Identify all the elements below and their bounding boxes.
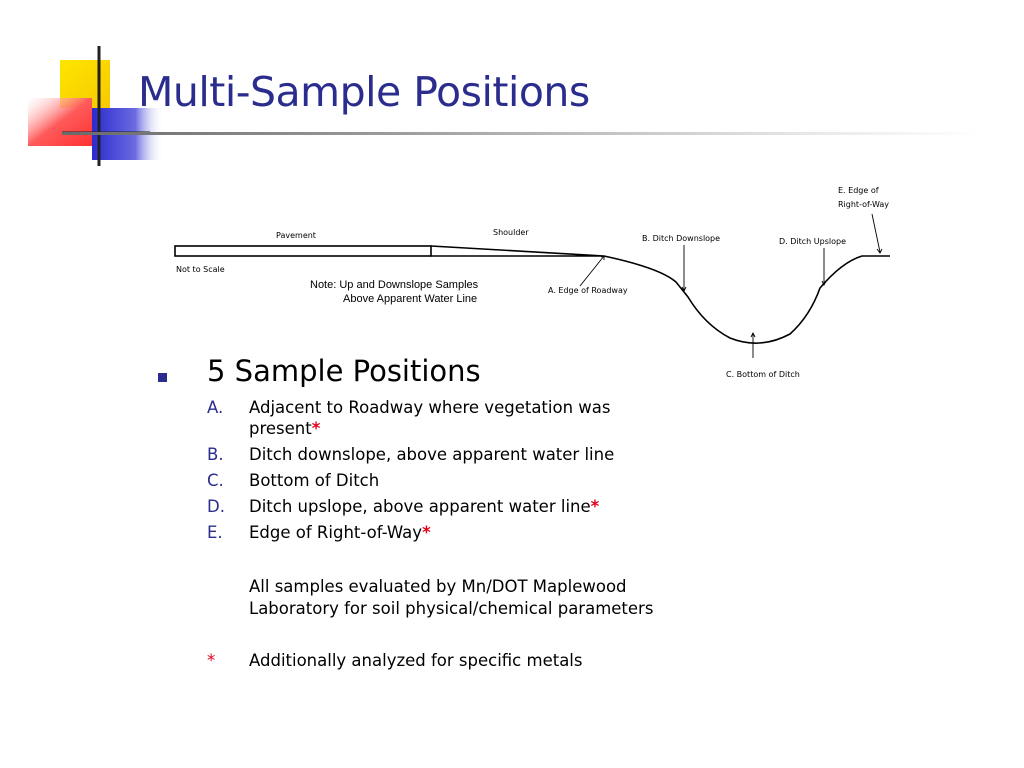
label-e-line1: E. Edge of (838, 186, 879, 195)
item-text-cont: present (249, 419, 312, 438)
arrow-a (579, 255, 605, 287)
list-item: E. Edge of Right-of-Way* (207, 522, 667, 543)
list-item: B. Ditch downslope, above apparent water… (207, 444, 667, 465)
footnote-asterisk: * (207, 651, 216, 670)
label-d: D. Ditch Upslope (779, 237, 846, 246)
list-item: A. Adjacent to Roadway where vegetation … (207, 397, 667, 439)
item-letter: E. (207, 523, 223, 542)
item-letter: A. (207, 398, 224, 417)
arrow-d (821, 248, 827, 287)
asterisk-marker: * (422, 523, 431, 542)
page-title: Multi-Sample Positions (138, 68, 590, 116)
label-c: C. Bottom of Ditch (726, 370, 800, 379)
label-b: B. Ditch Downslope (642, 234, 720, 243)
title-rule (62, 132, 982, 135)
list-item: C. Bottom of Ditch (207, 470, 667, 491)
item-letter: D. (207, 497, 225, 516)
item-text: Ditch upslope, above apparent water line (249, 497, 591, 516)
bullet-square-icon (158, 373, 167, 382)
footnote-text: Additionally analyzed for specific metal… (249, 651, 583, 670)
arrow-b (681, 245, 687, 293)
shoulder-label: Shoulder (493, 228, 529, 237)
item-text: Adjacent to Roadway where vegetation was (249, 398, 611, 417)
item-letter: B. (207, 445, 224, 464)
label-e-line2: Right-of-Way (838, 200, 889, 209)
deco-red-square (28, 98, 92, 146)
bullet-heading: 5 Sample Positions (207, 354, 481, 388)
diagram-note-line1: Note: Up and Downslope Samples (310, 279, 479, 291)
pavement-bar (174, 245, 432, 257)
evaluation-note: All samples evaluated by Mn/DOT Maplewoo… (249, 576, 709, 620)
label-a: A. Edge of Roadway (548, 286, 628, 295)
item-text: Ditch downslope, above apparent water li… (249, 445, 615, 464)
sample-position-list: A. Adjacent to Roadway where vegetation … (207, 397, 667, 543)
pavement-label: Pavement (276, 231, 316, 240)
asterisk-marker: * (590, 497, 600, 516)
item-text: Edge of Right-of-Way (249, 523, 423, 542)
not-to-scale-label: Not to Scale (176, 265, 225, 274)
diagram-note-line2: Above Apparent Water Line (343, 293, 477, 305)
asterisk-marker: * (311, 419, 321, 438)
item-text: Bottom of Ditch (249, 471, 380, 490)
pointer-arrows (579, 213, 883, 358)
arrow-e (871, 213, 883, 254)
evaluation-note-line1: All samples evaluated by Mn/DOT Maplewoo… (249, 577, 627, 596)
evaluation-note-line2: Laboratory for soil physical/chemical pa… (249, 599, 654, 618)
arrow-c (750, 331, 756, 358)
list-item: D. Ditch upslope, above apparent water l… (207, 496, 667, 517)
item-letter: C. (207, 471, 224, 490)
